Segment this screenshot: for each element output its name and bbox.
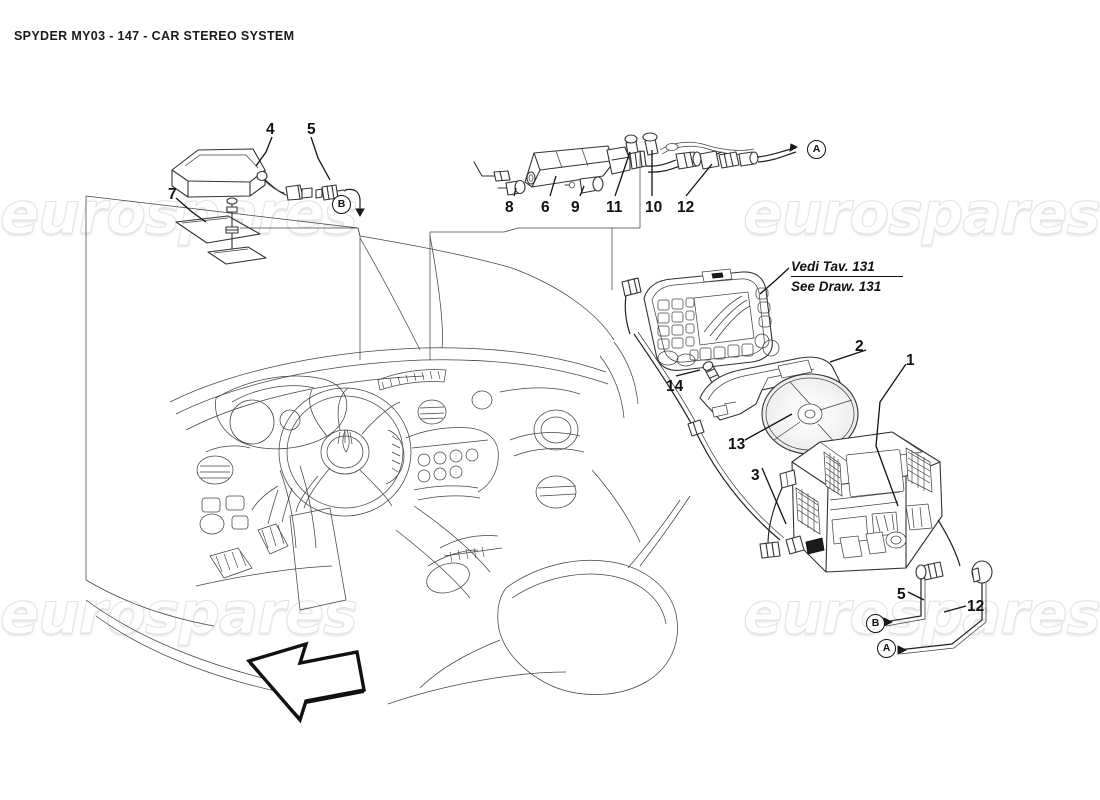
reference-mark-a-top: A [807,140,826,159]
callout-number-2: 2 [855,338,864,355]
callout-number-5: 5 [307,121,316,138]
callout-number-13: 13 [728,436,746,453]
page-title: SPYDER MY03 - 147 - CAR STEREO SYSTEM [14,29,295,43]
cross-reference-divider [791,276,903,277]
connector-cable-upper-art [315,184,365,217]
callout-number-12-lower: 12 [967,598,985,615]
cd-disc-art [761,373,859,455]
cross-reference-italian: Vedi Tav. 131 [791,259,875,274]
reference-mark-b-bottom: B [866,614,885,633]
callout-number-14: 14 [666,378,684,395]
mounting-bracket-art [175,197,267,265]
callout-number-3: 3 [751,467,760,484]
callout-number-12: 12 [677,199,695,216]
callout-number-7: 7 [168,186,177,203]
callout-number-1: 1 [906,352,915,369]
amplifier-module-art [171,148,313,201]
cross-reference-english: See Draw. 131 [791,279,882,294]
antenna-cable-art [633,331,825,555]
direction-arrow [245,641,366,724]
cd-changer-unit-art [759,431,943,573]
callout-number-8: 8 [505,199,514,216]
callout-leader-lines [175,136,967,613]
reference-mark-b-top: B [332,195,351,214]
lower-connector-cables [883,519,993,655]
car-interior-art [85,195,691,705]
antenna-assembly-art [473,132,798,196]
callout-number-11: 11 [606,199,623,216]
navigation-display-unit [621,268,780,371]
reference-mark-a-bottom: A [877,639,896,658]
callout-number-9: 9 [571,199,580,216]
cross-reference-note: Vedi Tav. 131 See Draw. 131 [791,258,903,295]
callout-number-6: 6 [541,199,550,216]
callout-number-4: 4 [266,121,275,138]
callout-number-10: 10 [645,199,663,216]
callout-number-5-lower: 5 [897,586,906,603]
